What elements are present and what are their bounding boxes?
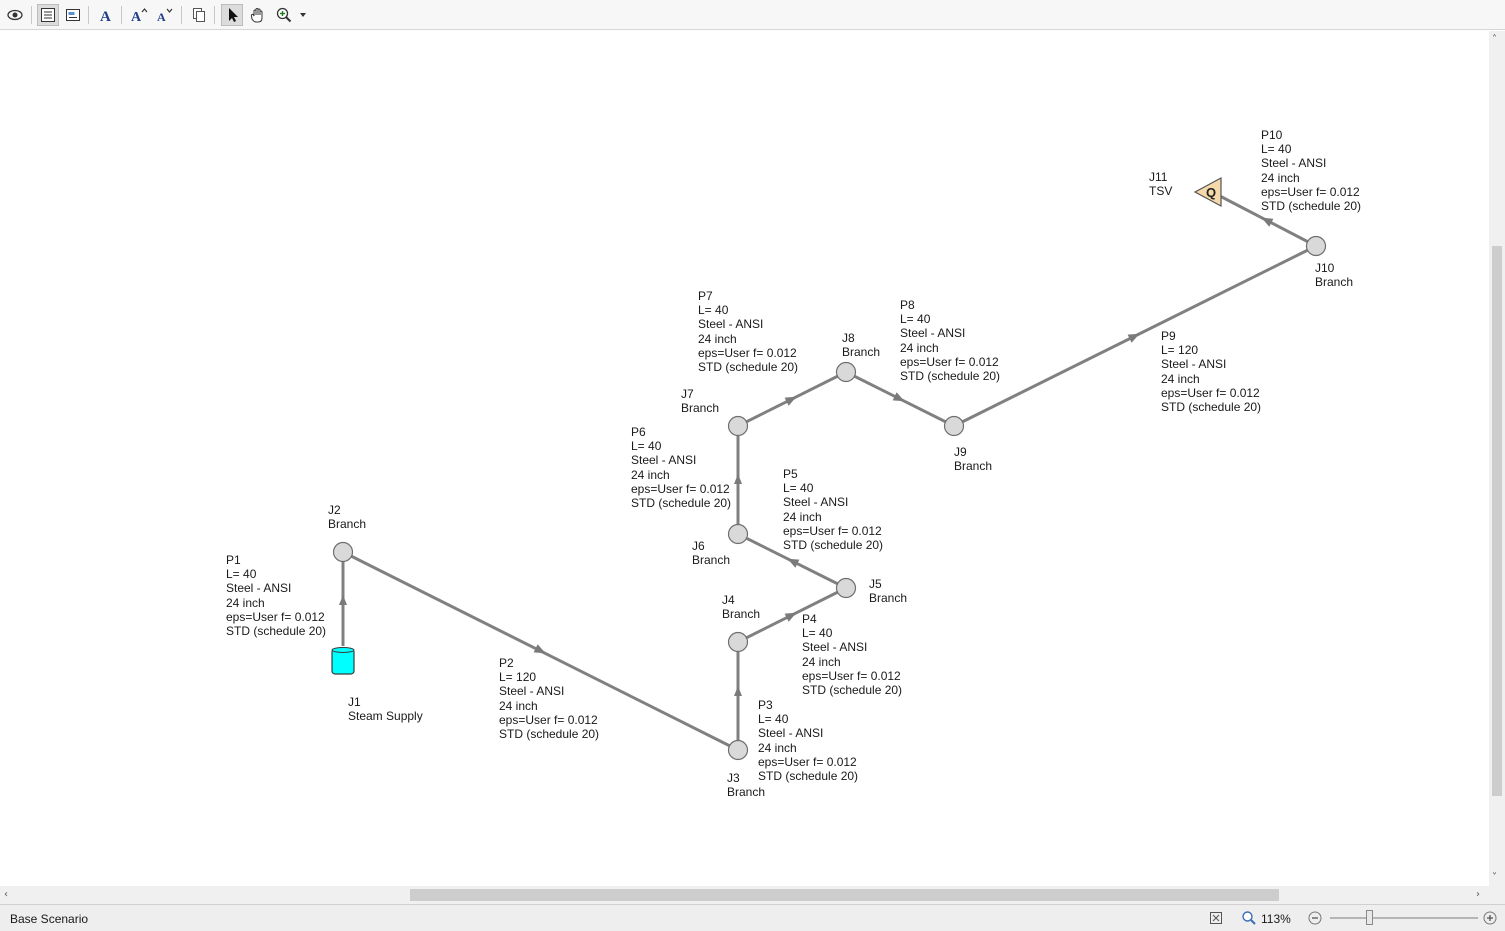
junction-label-j7: J7 Branch	[681, 387, 720, 416]
font-decrease-icon[interactable]: A	[154, 4, 176, 26]
junction-label-j10: J10 Branch	[1315, 261, 1354, 290]
junction-j8[interactable]	[835, 361, 857, 383]
flow-arrow-p3	[734, 686, 742, 696]
pipe-label-p9: P9 L= 120 Steel - ANSI 24 inch eps=User …	[1161, 329, 1262, 415]
flow-arrow-p1	[339, 595, 347, 605]
junction-label-j5: J5 Branch	[869, 577, 908, 606]
pipe-label-p8: P8 L= 40 Steel - ANSI 24 inch eps=User f…	[900, 298, 1001, 384]
junction-j11-tsv-icon[interactable]: Q	[1193, 176, 1222, 208]
junction-label-j11: J11 TSV	[1149, 170, 1173, 199]
flow-arrow-p7	[784, 396, 797, 406]
zoom-in-icon[interactable]	[273, 4, 295, 26]
junction-label-j6: J6 Branch	[692, 539, 731, 568]
eye-icon[interactable]	[4, 4, 26, 26]
junction-j5[interactable]	[835, 577, 857, 599]
junction-j10[interactable]	[1305, 235, 1327, 257]
svg-text:A: A	[100, 9, 111, 23]
junction-label-j8: J8 Branch	[842, 331, 881, 360]
vertical-scrollbar[interactable]: ˄ ˅	[1489, 31, 1505, 886]
pipe-label-p10: P10 L= 40 Steel - ANSI 24 inch eps=User …	[1261, 128, 1362, 214]
vertical-scroll-thumb[interactable]	[1492, 246, 1502, 796]
junction-label-j1: J1 Steam Supply	[348, 695, 423, 724]
svg-text:A: A	[131, 10, 142, 23]
zoom-in-small-icon[interactable]	[1482, 910, 1498, 926]
horizontal-scrollbar[interactable]: ‹ ›	[0, 886, 1489, 904]
font-increase-icon[interactable]: A	[128, 4, 150, 26]
flow-arrow-p4	[784, 612, 797, 622]
flow-arrow-p2	[533, 644, 546, 654]
pipe-label-p1: P1 L= 40 Steel - ANSI 24 inch eps=User f…	[226, 553, 327, 639]
scroll-right-icon[interactable]: ›	[1476, 889, 1480, 900]
pipe-label-p3: P3 L= 40 Steel - ANSI 24 inch eps=User f…	[758, 698, 859, 784]
copy-icon[interactable]	[188, 4, 210, 26]
pointer-tool-icon[interactable]	[221, 4, 243, 26]
zoom-level: 113%	[1261, 912, 1291, 926]
flow-arrow-p10	[1261, 217, 1274, 227]
workspace-canvas[interactable]: Q J1 Steam Supply J2 Branch J3 Branch J4…	[0, 31, 1489, 886]
horizontal-scroll-thumb[interactable]	[410, 889, 1279, 901]
hand-pan-icon[interactable]	[247, 4, 269, 26]
zoom-out-icon[interactable]	[1307, 910, 1323, 926]
pipe-label-p4: P4 L= 40 Steel - ANSI 24 inch eps=User f…	[802, 612, 903, 698]
junction-j9[interactable]	[943, 415, 965, 437]
zoom-magnifier-icon	[1241, 910, 1257, 926]
junction-label-j3: J3 Branch	[727, 771, 766, 800]
junction-j6[interactable]	[727, 523, 749, 545]
valve-q-symbol: Q	[1206, 185, 1216, 200]
flow-arrow-p9	[1127, 333, 1140, 343]
junction-label-j9: J9 Branch	[954, 445, 993, 474]
junction-j2[interactable]	[332, 541, 354, 563]
flow-arrow-p8	[892, 392, 905, 402]
pipe-label-p2: P2 L= 120 Steel - ANSI 24 inch eps=User …	[499, 656, 600, 742]
flow-arrow-p5	[787, 558, 800, 568]
junction-label-j4: J4 Branch	[722, 593, 761, 622]
zoom-slider-track[interactable]	[1330, 917, 1478, 919]
junction-j1-steam-supply-icon[interactable]	[331, 647, 355, 675]
scroll-down-icon[interactable]: ˅	[1492, 872, 1497, 883]
pipe-label-p6: P6 L= 40 Steel - ANSI 24 inch eps=User f…	[631, 425, 732, 511]
font-icon[interactable]: A	[95, 4, 117, 26]
junction-j4[interactable]	[727, 631, 749, 653]
fit-to-window-icon[interactable]	[1208, 910, 1224, 926]
pipe-network: Q	[331, 176, 1327, 761]
status-bar: Base Scenario 113%	[0, 904, 1505, 931]
scroll-up-icon[interactable]: ˄	[1492, 34, 1497, 45]
scrollbar-corner	[1489, 886, 1505, 904]
junction-j7[interactable]	[727, 415, 749, 437]
list-view-icon[interactable]	[37, 4, 59, 26]
junction-j3[interactable]	[727, 739, 749, 761]
pipe-label-p5: P5 L= 40 Steel - ANSI 24 inch eps=User f…	[783, 467, 884, 553]
zoom-slider-thumb[interactable]	[1366, 910, 1373, 925]
junction-label-j2: J2 Branch	[328, 503, 367, 532]
text-panel-icon[interactable]	[62, 4, 84, 26]
scenario-name[interactable]: Base Scenario	[10, 912, 89, 926]
dropdown-arrow-icon[interactable]	[296, 4, 310, 26]
pipe-label-p7: P7 L= 40 Steel - ANSI 24 inch eps=User f…	[698, 289, 799, 375]
toolbar: A A A	[0, 0, 1505, 30]
svg-text:A: A	[157, 10, 166, 23]
scroll-left-icon[interactable]: ‹	[4, 889, 8, 900]
flow-arrow-p6	[734, 474, 742, 484]
